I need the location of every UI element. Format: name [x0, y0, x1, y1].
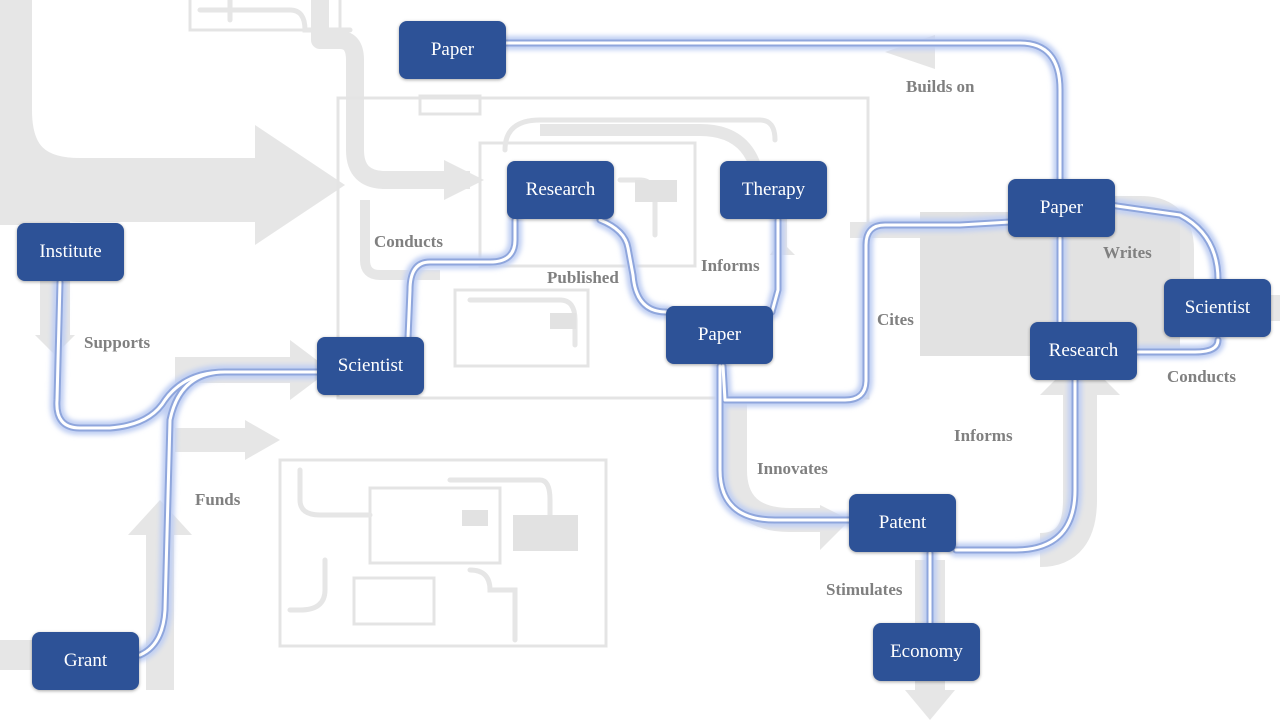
- edge-label-conducts-right: Conducts: [1167, 367, 1236, 386]
- node-scientist-left[interactable]: Scientist: [317, 337, 424, 395]
- node-therapy[interactable]: Therapy: [720, 161, 827, 219]
- edge-label-cites: Cites: [877, 310, 914, 329]
- edge-label-builds-on: Builds on: [906, 77, 975, 96]
- node-patent[interactable]: Patent: [849, 494, 956, 552]
- node-paper-middle[interactable]: Paper: [666, 306, 773, 364]
- edge-label-informs-top: Informs: [701, 256, 760, 275]
- node-research-right[interactable]: Research: [1030, 322, 1137, 380]
- edge-label-informs-bottom: Informs: [954, 426, 1013, 445]
- edge-label-funds: Funds: [195, 490, 241, 509]
- node-scientist-right[interactable]: Scientist: [1164, 279, 1271, 337]
- node-grant[interactable]: Grant: [32, 632, 139, 690]
- edge-label-writes: Writes: [1103, 243, 1152, 262]
- background-boxes: [188, 0, 870, 648]
- node-paper-right[interactable]: Paper: [1008, 179, 1115, 237]
- edge-label-supports: Supports: [84, 333, 151, 352]
- edge-label-conducts-left: Conducts: [374, 232, 443, 251]
- node-economy[interactable]: Economy: [873, 623, 980, 681]
- node-institute[interactable]: Institute: [17, 223, 124, 281]
- node-paper-top[interactable]: Paper: [399, 21, 506, 79]
- edge-label-stimulates: Stimulates: [826, 580, 903, 599]
- node-research-center[interactable]: Research: [507, 161, 614, 219]
- edge-label-innovates: Innovates: [757, 459, 828, 478]
- edge-label-published: Published: [547, 268, 619, 287]
